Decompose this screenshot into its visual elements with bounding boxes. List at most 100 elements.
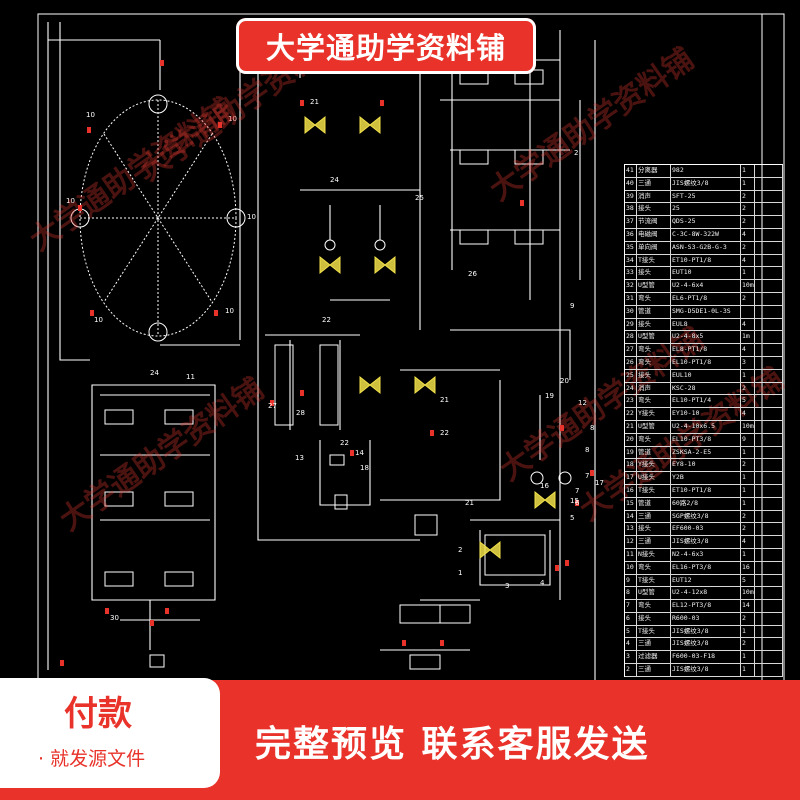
component [274, 344, 294, 426]
shop-name: 大学通助学资料铺 [265, 31, 506, 65]
pipe [257, 22, 420, 541]
component [164, 409, 194, 425]
table-cell: 2 [741, 523, 755, 536]
table-cell: 21 [625, 420, 637, 433]
table-cell: 2 [741, 203, 755, 216]
table-cell [755, 177, 783, 190]
table-cell: EL8-PT1/8 [671, 344, 741, 356]
port-mark [575, 500, 579, 506]
table-cell: 1 [741, 548, 755, 561]
table-cell: 管道 [637, 305, 671, 318]
component [414, 514, 438, 536]
component [164, 491, 194, 507]
port-mark [218, 122, 222, 128]
table-cell: U2-4-6x4 [671, 280, 741, 292]
table-cell [755, 190, 783, 203]
callout-label: 12 [578, 399, 587, 407]
table-cell: 17 [625, 472, 637, 484]
valve-icon [359, 375, 381, 395]
table-cell: T接头 [637, 254, 671, 267]
table-cell: 19 [625, 446, 637, 459]
table-cell: 28 [625, 331, 637, 344]
table-cell: T接头 [637, 574, 671, 587]
table-cell [755, 165, 783, 177]
table-cell: 弯头 [637, 561, 671, 574]
table-cell: 弯头 [637, 600, 671, 612]
table-cell: QDS-25 [671, 216, 741, 228]
callout-label: 14 [355, 449, 364, 457]
table-cell: 8 [625, 587, 637, 600]
component [439, 604, 471, 624]
table-cell: 7 [625, 600, 637, 612]
rotary-table [79, 99, 237, 337]
table-cell: 1 [741, 484, 755, 497]
table-cell: 接头 [637, 612, 671, 625]
table-cell [755, 216, 783, 228]
callout-label: 22 [340, 439, 349, 447]
table-cell: EL16-PT3/8 [671, 561, 741, 574]
table-cell: U2-4-8x5 [671, 331, 741, 344]
table-cell: 三通 [637, 638, 671, 651]
table-cell [755, 344, 783, 356]
table-cell [755, 523, 783, 536]
table-cell: R600-03 [671, 612, 741, 625]
table-cell: 4 [741, 344, 755, 356]
table-cell: 1m [741, 331, 755, 344]
table-cell [755, 280, 783, 292]
table-cell: 25 [671, 203, 741, 216]
callout-label: 2 [574, 149, 578, 157]
table-cell: 32 [625, 280, 637, 292]
table-cell [755, 497, 783, 510]
table-cell: U2-4-10x6.5 [671, 420, 741, 433]
table-cell [755, 484, 783, 497]
callout-label: 15 [570, 497, 579, 505]
callout-label: 22 [440, 429, 449, 437]
table-cell [755, 305, 783, 318]
table-cell: 管道 [637, 497, 671, 510]
table-cell [755, 369, 783, 382]
table-cell [755, 600, 783, 612]
gauge [374, 239, 386, 251]
table-cell: SMG-D5DE1-0L-3S [671, 305, 741, 318]
contact-service-cta[interactable]: 完整预览 联系客服发送 [255, 724, 650, 765]
pay-title[interactable]: 付款 [64, 694, 132, 734]
port-mark [270, 400, 274, 406]
table-cell: 过滤器 [637, 651, 671, 664]
table-cell [755, 408, 783, 420]
table-cell: 2 [741, 382, 755, 395]
table-cell: 37 [625, 216, 637, 228]
pay-card[interactable] [0, 678, 220, 788]
table-cell: Y2B [671, 472, 741, 484]
table-cell: 18 [625, 459, 637, 472]
callout-label: 27 [268, 402, 277, 410]
table-cell [755, 612, 783, 625]
callout-label: 10 [228, 115, 237, 123]
callout-label: 4 [540, 579, 545, 587]
table-cell: JIS螺纹3/8 [671, 177, 741, 190]
table-cell [755, 241, 783, 254]
table-cell: SFT-25 [671, 190, 741, 203]
table-cell: JIS螺纹3/8 [671, 638, 741, 651]
component [149, 654, 165, 668]
gauge [148, 94, 168, 114]
table-cell: 接头 [637, 318, 671, 331]
table-cell: JIS螺纹3/8 [671, 625, 741, 638]
table-cell: 60路2/8 [671, 497, 741, 510]
table-cell: EUT12 [671, 574, 741, 587]
table-cell: 三通 [637, 177, 671, 190]
port-mark [60, 660, 64, 666]
